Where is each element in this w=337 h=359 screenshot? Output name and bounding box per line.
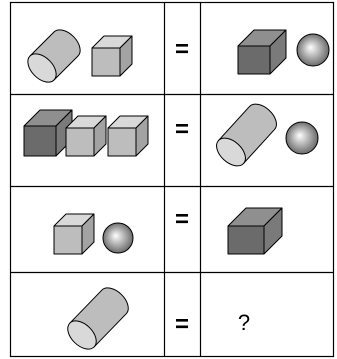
shapes-layer xyxy=(23,29,330,350)
small-cube-row-2-left-b xyxy=(107,115,149,157)
equals-sign-row-1: = xyxy=(174,36,189,63)
answer-question-mark: ? xyxy=(237,310,251,335)
cylinder-row-4-left xyxy=(67,287,129,350)
small-cube-row-1-left xyxy=(91,35,133,77)
grid-lines xyxy=(9,1,335,358)
equals-sign-row-3: = xyxy=(174,206,189,233)
cylinder-row-2-right xyxy=(216,103,277,167)
sphere-row-3-left xyxy=(102,222,134,254)
sphere-row-1-right xyxy=(296,33,330,67)
small-cube-row-3-left xyxy=(53,213,95,255)
dark-box-row-1-right xyxy=(237,29,287,75)
equals-sign-row-4: = xyxy=(174,311,189,338)
dark-box-row-3-right xyxy=(227,207,283,255)
small-cube-row-2-left-a xyxy=(65,115,107,157)
dark-box-row-2-left xyxy=(23,109,73,157)
equals-sign-row-2: = xyxy=(174,116,189,143)
cylinder-row-1-left xyxy=(27,29,81,83)
sphere-row-2-right xyxy=(285,121,319,155)
